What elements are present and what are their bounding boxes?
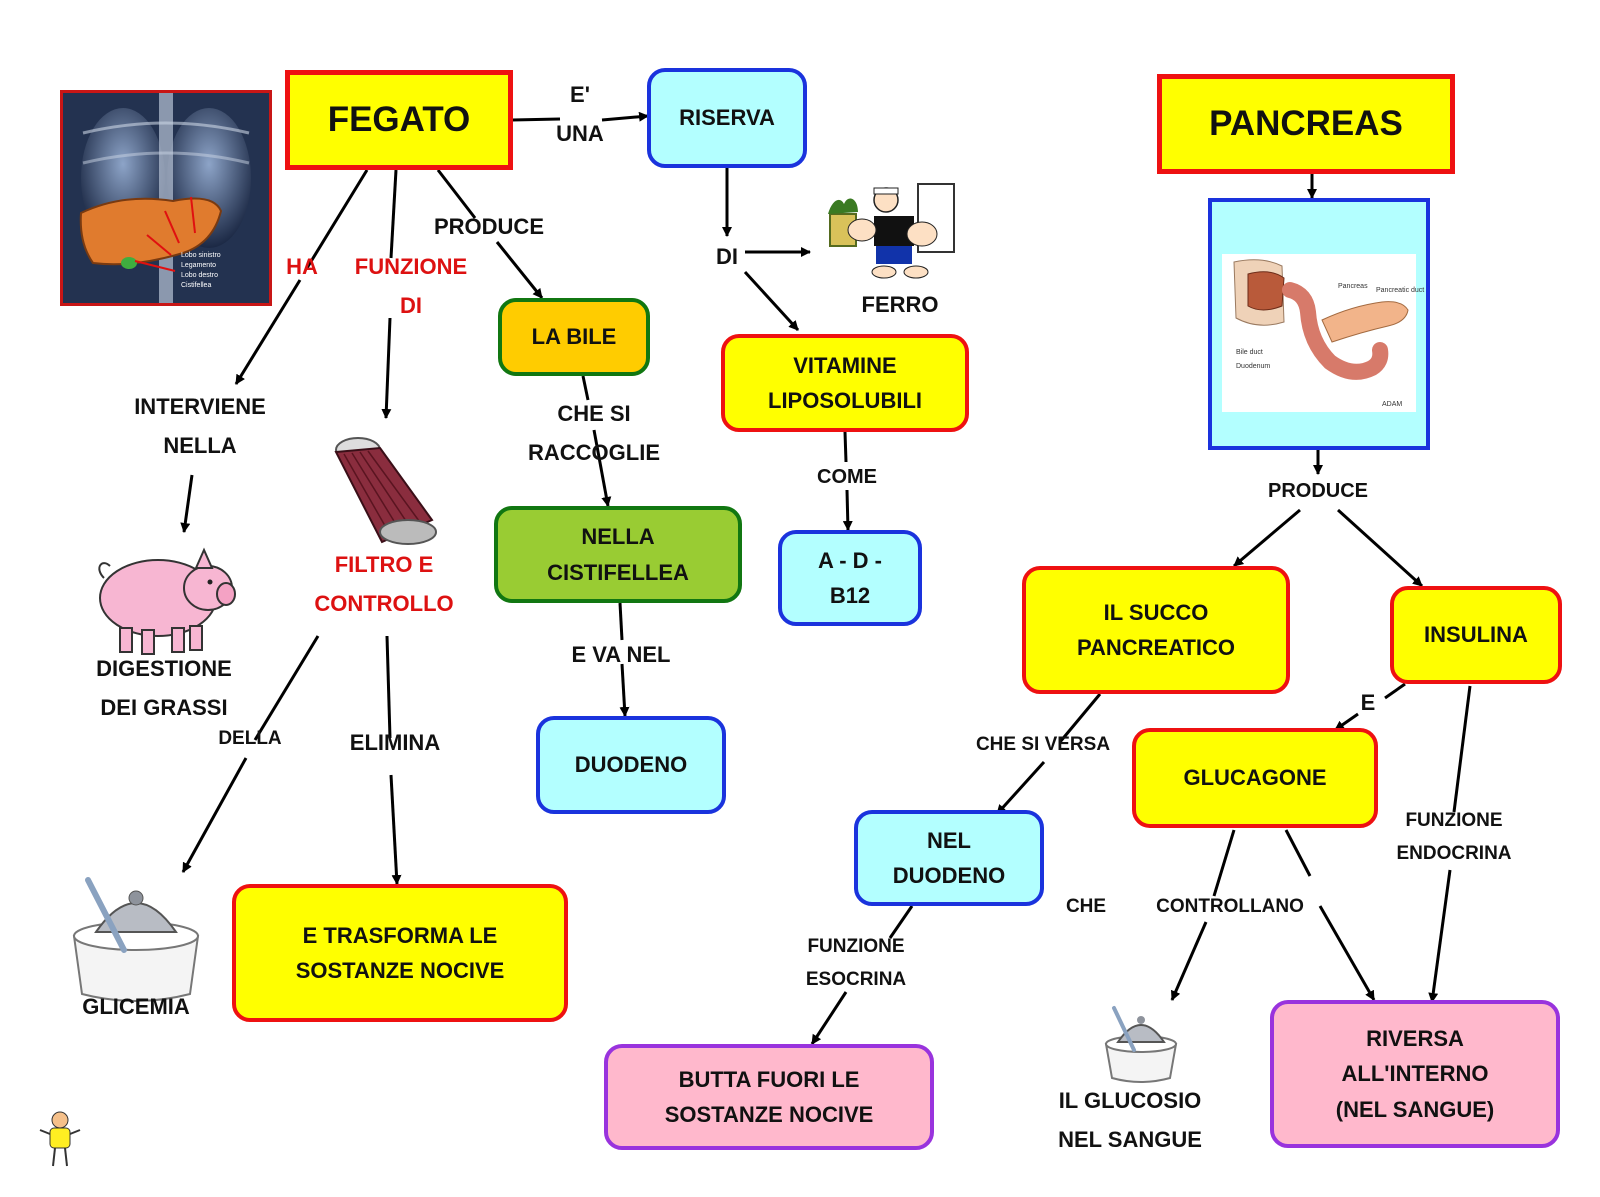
xray-label-2: Legamento: [181, 262, 216, 269]
fegato-title-node: FEGATO: [285, 70, 513, 170]
vitamine-list-node: A - D - B12: [778, 530, 922, 626]
link-ha: HA: [286, 254, 318, 279]
link-che-si-versa: CHE SI VERSA: [975, 734, 1111, 755]
link-funzione-esocrina: FUNZIONE ESOCRINA: [805, 936, 907, 991]
pancreas-title: PANCREAS: [1209, 104, 1403, 143]
xray-label-4: Cistifellea: [181, 282, 211, 289]
sugar-bowl-image: [66, 876, 206, 1010]
link-di: DI: [716, 244, 738, 269]
link-controllano: CONTROLLANO: [1156, 896, 1304, 917]
bile-node: LA BILE: [498, 298, 650, 376]
digestione-label: DIGESTIONE DEI GRASSI: [96, 656, 232, 720]
link-funzione-endocrina: FUNZIONE ENDOCRINA: [1396, 810, 1512, 865]
glucose-bowl-image: [1100, 1004, 1182, 1086]
riversa-node: RIVERSA ALL'INTERNO (NEL SANGUE): [1270, 1000, 1560, 1148]
xray-label-3: Lobo destro: [181, 272, 218, 279]
xray-label-1: Lobo sinistro: [181, 252, 221, 259]
ferro-label: FERRO: [861, 292, 939, 317]
pancreas-diagram-label-1: Pancreas: [1338, 283, 1368, 290]
liver-xray-image: Lobo sinistro Legamento Lobo destro Cist…: [60, 90, 272, 306]
link-che-si-raccoglie: CHE SI RACCOGLIE: [528, 401, 660, 465]
air-filter-image: [328, 428, 440, 548]
pancreas-diagram-label-5: ADAM: [1382, 401, 1402, 408]
link-produce-pancreas: PRODUCE: [1267, 480, 1368, 502]
insulina-node: INSULINA: [1390, 586, 1562, 684]
link-che: CHE: [1065, 896, 1107, 917]
link-produce-bile: PRODUCE: [433, 214, 544, 239]
vitamine-node: VITAMINE LIPOSOLUBILI: [721, 334, 969, 432]
trasforma-node: E TRASFORMA LE SOSTANZE NOCIVE: [232, 884, 568, 1022]
succo-pancreatico-node: IL SUCCO PANCREATICO: [1022, 566, 1290, 694]
pig-image: [92, 532, 240, 660]
pancreas-diagram-label-2: Pancreatic duct: [1376, 287, 1424, 294]
mascot-icon: [36, 1110, 84, 1172]
pancreas-title-node: PANCREAS: [1157, 74, 1455, 174]
filtro-controllo-label: FILTRO E CONTROLLO: [314, 552, 454, 616]
glucosio-label: IL GLUCOSIO NEL SANGUE: [1058, 1088, 1202, 1152]
nel-duodeno-node: NEL DUODENO: [854, 810, 1044, 906]
pancreas-diagram-label-4: Duodenum: [1236, 363, 1270, 370]
butta-fuori-node: BUTTA FUORI LE SOSTANZE NOCIVE: [604, 1044, 934, 1150]
link-come: COME: [817, 466, 877, 488]
pancreas-diagram-label-3: Bile duct: [1236, 349, 1263, 356]
popeye-spinach-image: [818, 182, 958, 282]
link-della: DELLA: [218, 728, 282, 749]
link-e-una: E' UNA: [556, 82, 604, 146]
link-interviene-nella: INTERVIENE NELLA: [134, 394, 266, 458]
pancreas-anatomy-image: Pancreas Pancreatic duct Bile duct Duode…: [1208, 198, 1430, 450]
glicemia-label: GLICEMIA: [82, 994, 190, 1019]
link-e-va-nel: E VA NEL: [571, 642, 671, 667]
fegato-title: FEGATO: [327, 100, 471, 139]
link-e: E: [1360, 690, 1376, 715]
cistifellea-node: NELLA CISTIFELLEA: [494, 506, 742, 603]
link-elimina: ELIMINA: [349, 730, 441, 755]
duodeno-node: DUODENO: [536, 716, 726, 814]
glucagone-node: GLUCAGONE: [1132, 728, 1378, 828]
riserva-node: RISERVA: [647, 68, 807, 168]
link-funzione-di: FUNZIONE DI: [354, 254, 468, 318]
